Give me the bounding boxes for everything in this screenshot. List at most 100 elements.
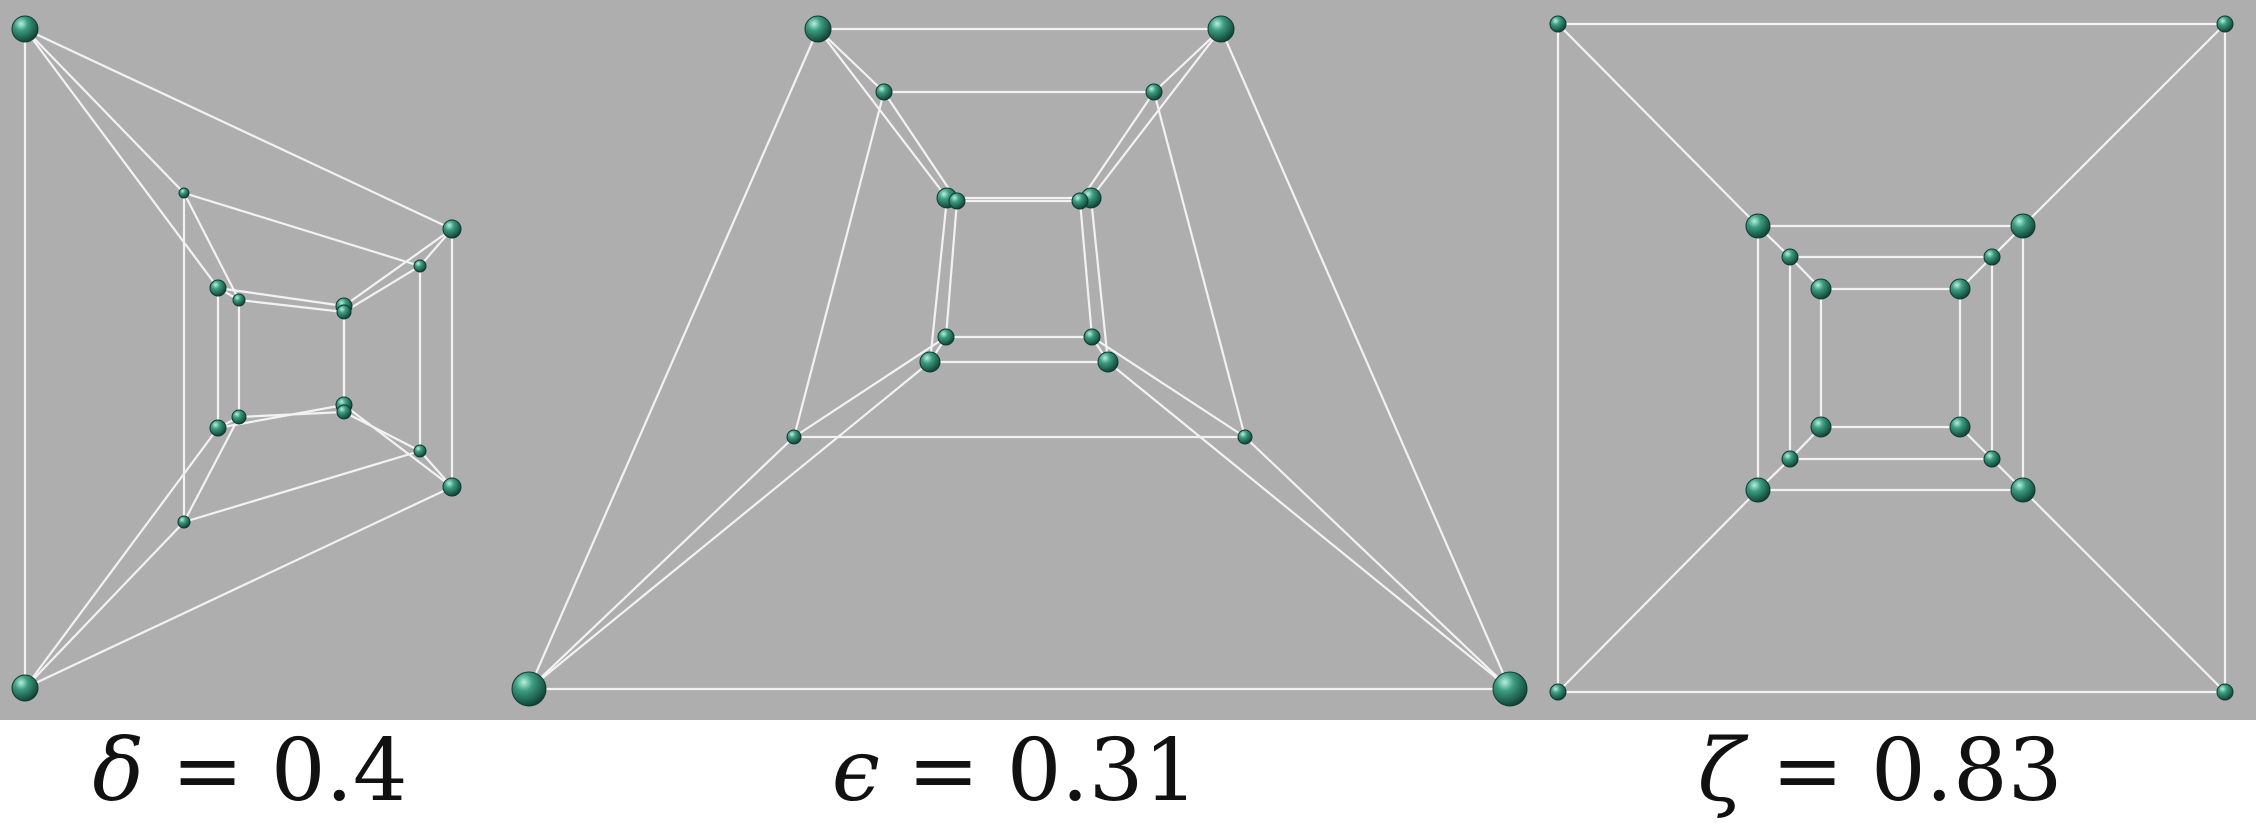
graph-edge [2021,22,2227,228]
graph-edge [1106,360,1512,691]
graph-edge [1556,488,1760,694]
graph-node [2216,15,2234,33]
graph-node [1549,15,1567,33]
graph-edge [527,435,796,691]
graph-node [1549,683,1567,701]
graph-edge [342,264,422,314]
graph-node [413,444,427,458]
graph-node [919,351,941,373]
graph-node [442,477,462,497]
panel-background [0,0,508,720]
graph-node [1810,278,1832,300]
graph-edge [23,27,186,195]
graph-node [413,259,427,273]
graph-node [336,304,352,320]
graph-node [1781,248,1799,266]
graph-edge [1152,90,1247,439]
graph-node [1207,15,1235,43]
graph-node [511,671,547,707]
graph-panel-delta [0,0,508,720]
graph-edge [1089,27,1223,200]
graph-nodes [1549,15,2234,701]
graph-node [442,219,462,239]
graph-edge [182,191,422,268]
graph-edge [23,520,186,690]
graph-edge [23,426,220,690]
graph-edge [342,403,454,489]
graph-node [1983,248,2001,266]
graph-edge [237,298,346,314]
graph-edge [527,360,932,691]
graph-edges [23,27,454,690]
graph-node [2010,477,2036,503]
graph-edge [792,335,948,439]
graph-edge [1089,196,1110,364]
graph-edge [1219,27,1512,691]
graph-node [336,404,352,420]
caption-symbol: ζ [1697,721,1745,821]
graph-edge [1152,27,1223,94]
graph-node [1745,477,1771,503]
graph-edge [182,191,241,302]
graph-node [1097,351,1119,373]
graph-node [1810,416,1832,438]
graph-edge [816,27,886,94]
graph-node [1781,450,1799,468]
graph-node [2216,683,2234,701]
graph-node [2010,213,2036,239]
graph-edge [944,199,959,339]
caption-symbol: δ [92,721,145,821]
graph-node [804,15,832,43]
caption-value: 0.4 [270,721,408,821]
graph-node [11,674,39,702]
graph-edge [1090,335,1247,439]
graph-edge [1078,199,1094,339]
graph-edge [182,449,422,524]
graph-node [1145,83,1163,101]
graph-edge [1243,435,1512,691]
graph-nodes [11,15,462,702]
graph-node [786,429,802,445]
caption-symbol: ϵ [831,721,880,821]
graph-node [232,293,246,307]
caption-value: 0.31 [1006,721,1199,821]
caption-zeta: ζ = 0.83 [1650,716,2110,826]
graph-node [231,409,247,425]
graph-node [209,279,227,297]
panel-background [1544,0,2256,720]
graph-edge [928,196,949,364]
graph-node [209,419,227,437]
graph-edge [216,286,346,308]
caption-value: 0.83 [1870,721,2063,821]
graph-edge [2021,488,2227,694]
graph-node [1949,278,1971,300]
graph-node [11,15,39,43]
graph-node [178,187,190,199]
caption-equals: = [907,721,980,821]
graph-edge [182,415,241,524]
caption-equals: = [171,721,244,821]
graph-edge [882,90,959,203]
panel-background [508,0,1544,720]
graph-edge [1556,22,1760,228]
caption-delta: δ = 0.4 [40,716,460,826]
caption-epsilon: ϵ = 0.31 [805,716,1225,826]
graph-panel-zeta [1544,0,2256,720]
graph-node [1237,429,1253,445]
graph-panel-epsilon [508,0,1544,720]
graph-node [875,83,893,101]
graph-nodes [511,15,1528,707]
graph-edge [1078,90,1156,203]
caption-equals: = [1771,721,1844,821]
graph-edge [792,90,886,439]
graph-edge [816,27,949,200]
graph-edges [1556,22,2227,694]
graph-edge [342,227,454,308]
graph-node [1745,213,1771,239]
graph-node [1492,671,1528,707]
graph-node [948,192,966,210]
graph-node [1983,450,2001,468]
graph-edge [237,410,346,419]
graph-edge [23,485,454,690]
